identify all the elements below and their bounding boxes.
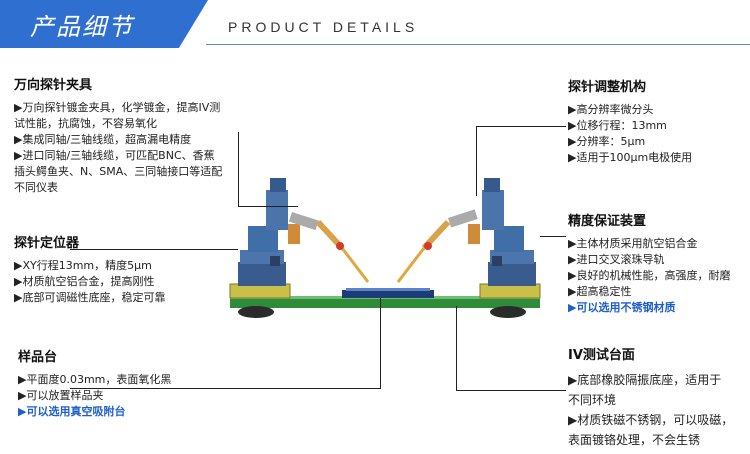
list-item: ▶进口同轴/三轴线缆，可匹配BNC、香蕉 插头鳄鱼夹、N、SMA、三同轴接口等适… — [14, 149, 223, 194]
leader-iv — [456, 306, 457, 390]
leader-precision — [540, 236, 566, 237]
leader-probe-holder-h — [238, 206, 298, 207]
list-item: ▶XY行程13mm，精度5μm — [14, 259, 152, 272]
list-item: ▶超高稳定性 — [568, 285, 632, 298]
section-sample-stage: 样品台 ▶平面度0.03mm，表面氧化黑 ▶可以放置样品夹 ▶可以选用真空吸附台 — [18, 350, 238, 420]
leader-adjust — [476, 126, 477, 196]
list-item: ▶位移行程：13mm — [568, 119, 667, 132]
list-item: ▶高分辨率微分头 — [568, 103, 654, 116]
list-item: ▶进口交叉滚珠导轨 — [568, 253, 665, 266]
section-title: 探针定位器 — [14, 236, 80, 251]
section-probe-adjust: 探针调整机构 ▶高分辨率微分头 ▶位移行程：13mm ▶分辨率：5μm ▶适用于… — [568, 80, 748, 166]
list-item: ▶适用于100μm电极使用 — [568, 151, 693, 164]
section-title: IV测试台面 — [568, 348, 635, 363]
leader-sample-stage — [380, 298, 381, 388]
leader-positioner — [70, 249, 238, 250]
leader-adjust-h — [476, 126, 566, 127]
list-item: ▶材质铁磁不锈钢，可以吸磁， 表面镀铬处理，不会生锈 — [568, 413, 734, 447]
left-positioner — [238, 178, 370, 286]
sample-stage-shape — [342, 288, 434, 298]
header-title: 产品细节 — [30, 13, 134, 41]
header-divider — [206, 44, 750, 45]
list-item: ▶底部橡胶隔振底座，适用于 不同环境 — [568, 373, 722, 407]
section-precision: 精度保证装置 ▶主体材质采用航空铝合金 ▶进口交叉滚珠导轨 ▶良好的机械性能，高… — [568, 214, 748, 316]
list-item: ▶万向探针镀金夹具，化学镀金，提高IV测 试性能，抗腐蚀，不容易氧化 — [14, 101, 221, 130]
highlight-item: ▶可以选用真空吸附台 — [18, 405, 126, 418]
list-item: ▶主体材质采用航空铝合金 — [568, 237, 698, 250]
section-iv-platform: IV测试台面 ▶底部橡胶隔振底座，适用于 不同环境 ▶材质铁磁不锈钢，可以吸磁，… — [568, 346, 748, 450]
section-probe-positioner: 探针定位器 ▶XY行程13mm，精度5μm ▶材质航空铝合金，提高刚性 ▶底部可… — [14, 236, 224, 306]
list-item: ▶材质航空铝合金，提高刚性 — [14, 275, 155, 288]
header-subtitle: PRODUCT DETAILS — [228, 19, 419, 35]
list-item: ▶可以放置样品夹 — [18, 389, 104, 402]
section-title: 精度保证装置 — [568, 214, 647, 229]
section-title: 万向探针夹具 — [14, 78, 93, 93]
leader-probe-holder — [238, 132, 239, 206]
leader-sample-stage-h — [70, 388, 381, 389]
list-item: ▶分辨率：5μm — [568, 135, 646, 148]
highlight-item: ▶可以选用不锈钢材质 — [568, 301, 676, 314]
section-title: 样品台 — [18, 350, 58, 365]
right-positioner — [396, 178, 536, 286]
list-item: ▶平面度0.03mm，表面氧化黑 — [18, 373, 172, 386]
header-tab — [0, 0, 208, 48]
section-title: 探针调整机构 — [568, 80, 647, 95]
list-item: ▶底部可调磁性底座，稳定可靠 — [14, 291, 166, 304]
list-item: ▶集成同轴/三轴线缆，超高漏电精度 — [14, 133, 192, 146]
section-probe-holder: 万向探针夹具 ▶万向探针镀金夹具，化学镀金，提高IV测 试性能，抗腐蚀，不容易氧… — [14, 78, 244, 196]
leader-iv-h — [456, 390, 566, 391]
list-item: ▶良好的机械性能，高强度，耐磨 — [568, 269, 731, 282]
